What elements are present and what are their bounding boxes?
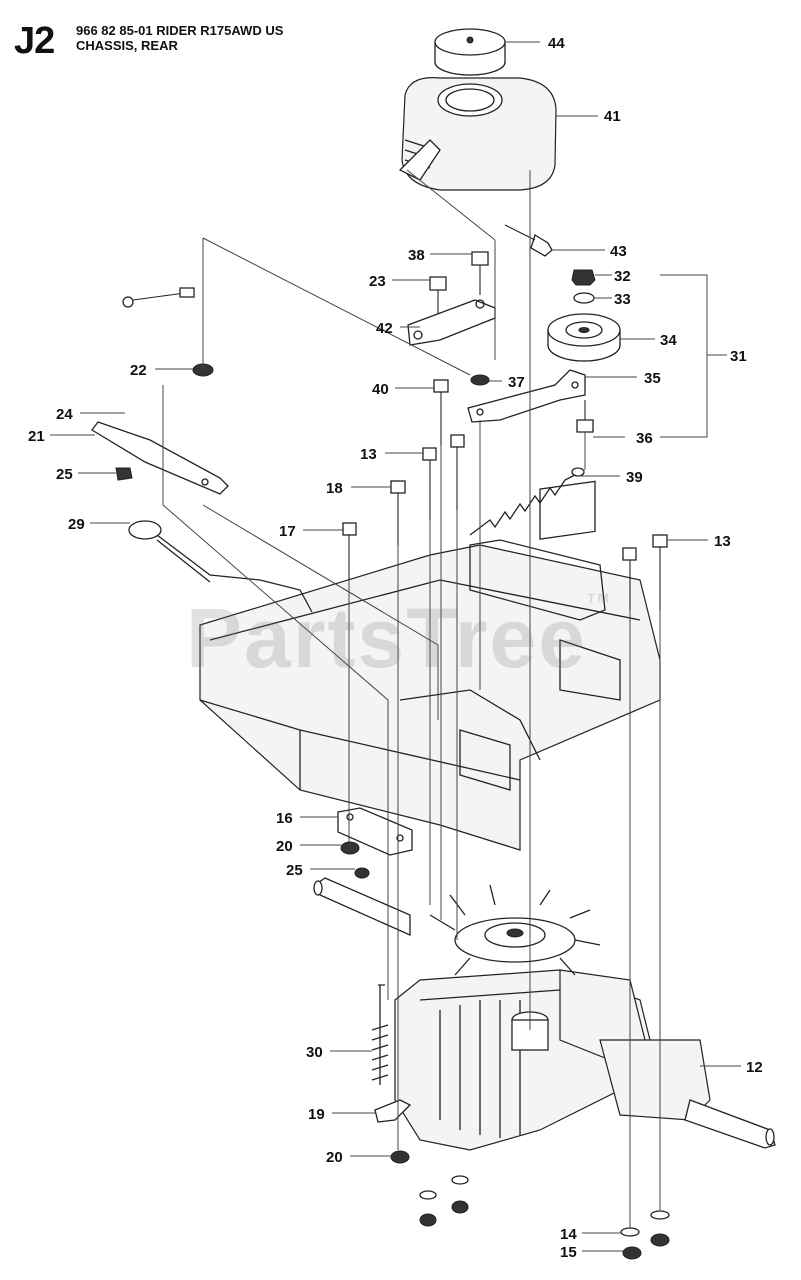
callout-25-mid: 25 — [286, 862, 303, 879]
callout-20-bottom: 20 — [326, 1149, 343, 1166]
callout-20-mid: 20 — [276, 838, 293, 855]
watermark: PartsTreeTM — [186, 590, 611, 687]
bracket-16 — [337, 807, 413, 856]
callout-labels: 44 41 43 38 23 42 22 24 21 25 29 40 37 3… — [28, 35, 763, 1261]
watermark-tm: TM — [586, 590, 612, 606]
callout-13-right: 13 — [714, 533, 731, 550]
tank-body-41 — [398, 77, 557, 191]
callout-30: 30 — [306, 1044, 323, 1061]
callout-29: 29 — [68, 516, 85, 533]
washer-33 — [573, 292, 595, 304]
callout-39: 39 — [626, 469, 643, 486]
callout-43: 43 — [610, 243, 627, 260]
callout-21: 21 — [28, 428, 45, 445]
tank-cap-44 — [434, 28, 506, 76]
callout-12: 12 — [746, 1059, 763, 1076]
callout-32: 32 — [614, 268, 631, 285]
watermark-text: PartsTree — [186, 591, 587, 685]
bracket-19 — [374, 1099, 412, 1123]
bolts-23-38 — [429, 251, 489, 320]
callout-35: 35 — [644, 370, 661, 387]
callout-15: 15 — [560, 1244, 577, 1261]
callout-40: 40 — [372, 381, 389, 398]
pulley-34 — [547, 313, 621, 362]
idler-arm-35 — [467, 369, 586, 423]
nut-25-top — [115, 467, 133, 481]
assembly-lines — [162, 169, 661, 1228]
bottom-nuts — [419, 1175, 670, 1260]
nut-20-bottom — [390, 1150, 410, 1164]
callout-18: 18 — [326, 480, 343, 497]
spacer-37 — [470, 374, 490, 386]
nut-20-mid — [340, 841, 360, 855]
callout-33: 33 — [614, 291, 631, 308]
callout-36: 36 — [636, 430, 653, 447]
page-code: J2 — [14, 20, 55, 62]
section-title: CHASSIS, REAR — [76, 38, 178, 53]
callout-44: 44 — [548, 35, 565, 52]
callout-22: 22 — [130, 362, 147, 379]
callout-13-left: 13 — [360, 446, 377, 463]
callout-42: 42 — [376, 320, 393, 337]
callout-38: 38 — [408, 247, 425, 264]
callout-19: 19 — [308, 1106, 325, 1123]
ball-joint-24 — [122, 287, 195, 308]
nut-32 — [571, 269, 596, 286]
callout-31: 31 — [730, 348, 747, 365]
drive-shaft-left — [313, 877, 411, 937]
model-title: 966 82 85-01 RIDER R175AWD US — [76, 23, 284, 38]
cooling-fan — [429, 884, 601, 976]
callout-17: 17 — [279, 523, 296, 540]
callout-37: 37 — [508, 374, 525, 391]
rod-29 — [128, 520, 313, 613]
callout-25-top: 25 — [56, 466, 73, 483]
callout-23: 23 — [369, 273, 386, 290]
callout-leaders — [50, 41, 741, 1252]
bolt-36 — [576, 400, 594, 433]
spring-30 — [371, 984, 389, 1085]
callout-16: 16 — [276, 810, 293, 827]
callout-14: 14 — [560, 1226, 577, 1243]
callout-41: 41 — [604, 108, 621, 125]
callout-34: 34 — [660, 332, 677, 349]
axle-12 — [599, 1039, 776, 1149]
callout-24: 24 — [56, 406, 73, 423]
transaxle — [394, 969, 651, 1151]
bolt-43 — [504, 224, 553, 257]
link-arm-21 — [91, 421, 229, 495]
nut-25-mid — [354, 867, 370, 879]
bracket-42 — [407, 299, 496, 346]
